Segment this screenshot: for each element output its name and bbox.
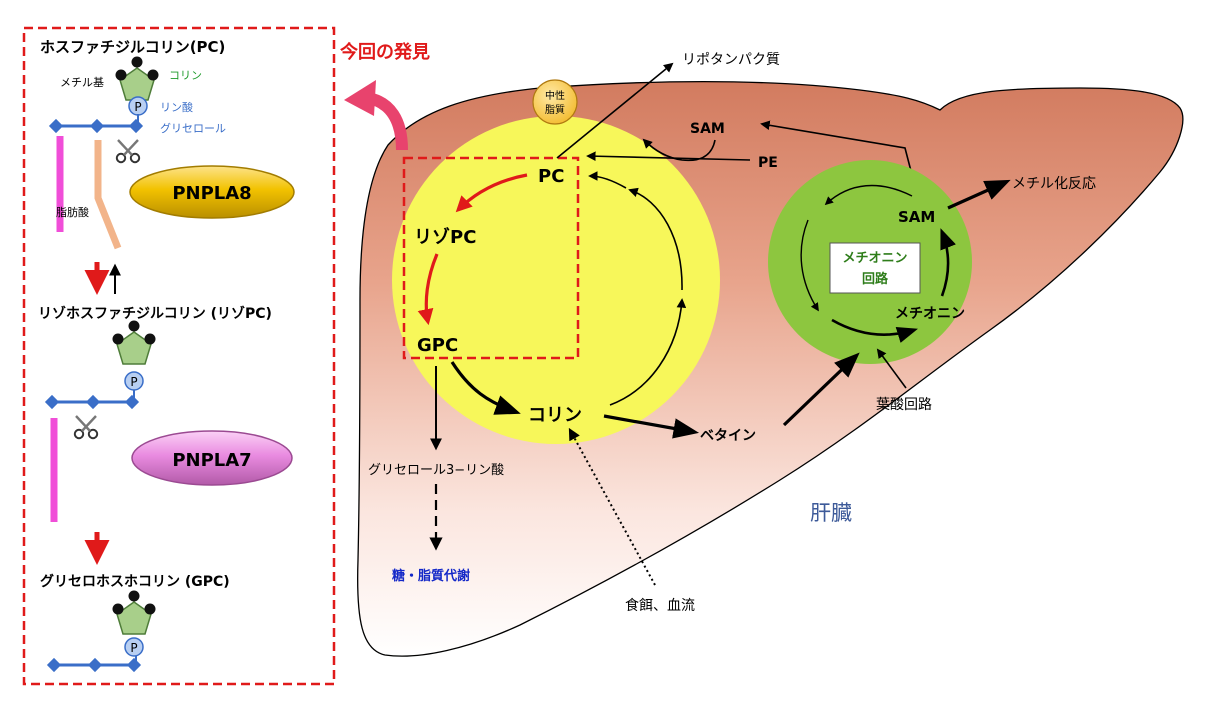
discovery-highlight-frame (402, 156, 580, 360)
neutral-fat-badge (532, 79, 578, 125)
glycerol-backbone-1 (48, 114, 144, 134)
choline-pentagon-icon (114, 55, 160, 101)
scissors-icon (115, 138, 141, 164)
arrow-choline-to-pc-2 (628, 187, 683, 291)
methionine-cycle-box (829, 242, 921, 294)
node-pc: PC (538, 166, 564, 187)
arrow-pc-to-lipoprotein (556, 62, 674, 159)
glycerol-label: グリセロール (160, 121, 226, 135)
methionine-cycle-title-2: 回路 (862, 271, 889, 287)
node-gpc: GPC (417, 335, 458, 356)
phosphate-symbol: P (130, 375, 137, 389)
gpc-title: グリセロホスホコリン (GPC) (40, 573, 230, 590)
arrow-sam-to-methylation (947, 179, 1011, 210)
pnpla8-label: PNPLA8 (172, 183, 251, 204)
node-lyso-pc: リゾPC (414, 227, 476, 248)
discovery-label: 今回の発見 (340, 41, 430, 63)
scissors-icon (73, 414, 99, 440)
arrow-choline-to-betaine (603, 414, 700, 439)
pc-title: ホスファチジルコリン(PC) (40, 38, 225, 56)
node-diet-blood: 食餌、血流 (625, 597, 695, 614)
arrow-folate-to-methionine (876, 348, 907, 389)
phosphate-symbol: P (130, 641, 137, 655)
arrow-betaine-to-methionine (782, 352, 860, 427)
node-betaine: ベタイン (700, 428, 756, 444)
lyso-pc-title: リゾホスファチジルコリン (リゾPC) (38, 305, 272, 322)
liver-label: 肝臓 (810, 501, 852, 525)
arrow-lysopc-to-gpc (417, 253, 439, 326)
arrow-choline-to-pc-3 (588, 171, 627, 189)
glycerol-backbone-3 (46, 656, 142, 673)
neutral-fat-line1: 中性 (545, 89, 565, 102)
node-pe: PE (758, 155, 778, 171)
node-methionine: メチオニン (895, 306, 965, 322)
arrow-gpc-to-choline (450, 361, 521, 415)
fatty-acid-chain-2 (94, 140, 122, 250)
fatty-acid-label: 脂肪酸 (56, 205, 89, 219)
choline-pentagon-icon (111, 319, 157, 365)
node-sam-top: SAM (690, 121, 725, 137)
node-sam: SAM (898, 208, 935, 226)
methionine-cycle-arrow-top (824, 184, 913, 206)
methyl-group-label: メチル基 (60, 76, 104, 89)
node-folate-cycle: 葉酸回路 (876, 397, 932, 413)
node-sugar-lipid-metabolism: 糖・脂質代謝 (392, 568, 470, 584)
pnpla7-label: PNPLA7 (172, 450, 251, 471)
choline-label: コリン (169, 69, 202, 82)
phosphate-icon (124, 637, 144, 657)
phosphate-symbol: P (134, 100, 141, 114)
arrow-choline-to-pc-1 (609, 298, 687, 406)
pnpla8-badge (129, 165, 295, 219)
neutral-fat-line2: 脂質 (545, 103, 565, 116)
choline-pentagon-icon (111, 589, 157, 635)
discovery-arrowhead (344, 80, 376, 116)
arrow-pe-to-pc (586, 151, 751, 161)
glycerol-backbone-2 (44, 390, 140, 410)
node-methylation: メチル化反応 (1012, 176, 1096, 192)
methionine-cycle-arrow-right (940, 228, 956, 297)
arrow-pc-to-lysopc (455, 173, 528, 213)
arrow-sam-conversion (642, 138, 716, 162)
node-glycerol-3-phosphate: グリセロール3−リン酸 (368, 463, 504, 478)
methionine-cycle-arrow-bottom (831, 318, 918, 343)
phosphate-label: リン酸 (160, 100, 193, 114)
methionine-cycle-title-1: メチオニン (842, 251, 907, 266)
pnpla7-badge (131, 430, 293, 486)
left-panel-frame (22, 26, 336, 686)
node-choline: コリン (528, 405, 582, 426)
methionine-cycle-arrow-left (800, 219, 819, 312)
node-lipoprotein: リポタンパク質 (682, 52, 780, 68)
